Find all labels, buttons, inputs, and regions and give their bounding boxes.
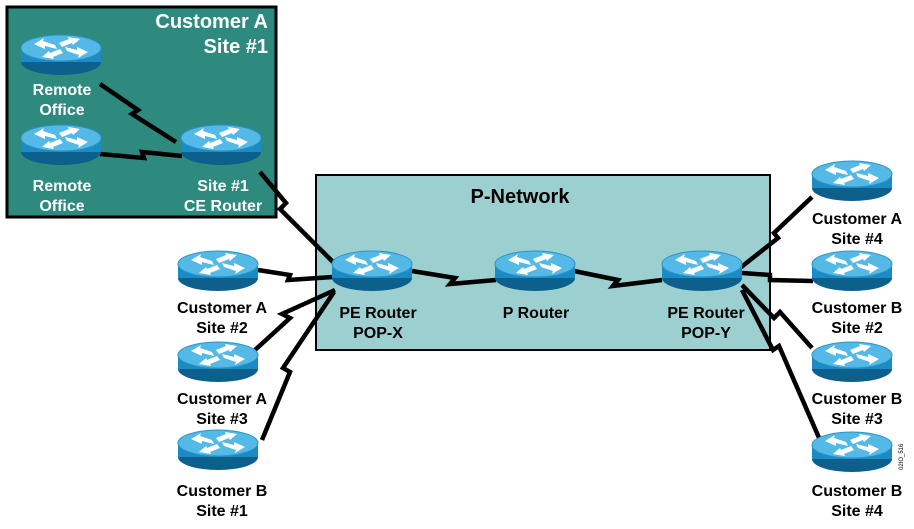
router-icon	[180, 124, 262, 166]
remote-office-1-router[interactable]	[20, 34, 102, 76]
link-b1-pe-x	[259, 290, 336, 441]
router-icon	[331, 250, 413, 292]
customer-b-site1-label-2: Site #1	[196, 503, 248, 520]
customer-a-site2-label: Customer A	[177, 300, 268, 317]
customer-b-site4-router[interactable]	[811, 431, 893, 473]
customer-a-site3-label-2: Site #3	[196, 411, 248, 428]
customer-b-site3-router[interactable]	[811, 341, 893, 383]
p-router[interactable]	[494, 250, 576, 292]
customer-b-site3-label: Customer B	[812, 391, 903, 408]
link-remote1-ce	[98, 82, 178, 144]
pe-pop-x-label-2: POP-X	[353, 325, 403, 342]
customer-a-site2-router[interactable]	[177, 250, 259, 292]
pe-pop-y-label: PE Router	[667, 305, 744, 322]
router-icon	[177, 341, 259, 383]
customer-b-site3-label-2: Site #3	[831, 411, 883, 428]
remote-office-2-label-2: Office	[39, 198, 84, 215]
customer-a-site3-router[interactable]	[177, 341, 259, 383]
p-network-title: P-Network	[471, 186, 571, 208]
router-icon	[20, 34, 102, 76]
customer-b-site4-label: Customer B	[812, 483, 903, 500]
remote-office-2-label: Remote	[33, 178, 92, 195]
router-icon	[177, 250, 259, 292]
customer-b-site4-label-2: Site #4	[831, 503, 883, 520]
pe-pop-x-label: PE Router	[339, 305, 416, 322]
customer-a-site3-label: Customer A	[177, 391, 268, 408]
pe-pop-y-label-2: POP-Y	[681, 325, 731, 342]
link-site2-pe-x	[257, 267, 334, 283]
link-remote2-ce	[99, 149, 183, 161]
customer-a-site1-title: Customer A	[155, 11, 268, 33]
customer-b-site1-label: Customer B	[177, 483, 268, 500]
pe-router-pop-x[interactable]	[331, 250, 413, 292]
figure-code: 02IO_516	[899, 443, 905, 470]
ce-router-label: Site #1	[197, 178, 249, 195]
ce-router-label-2: CE Router	[184, 198, 262, 215]
router-icon	[811, 431, 893, 473]
customer-a-site4-label-2: Site #4	[831, 231, 883, 248]
router-icon	[811, 160, 893, 202]
router-icon	[494, 250, 576, 292]
remote-office-1-label: Remote	[33, 82, 92, 99]
link-p-pe-y	[573, 268, 663, 289]
remote-office-1-label-2: Office	[39, 102, 84, 119]
link-site3-pe-x	[253, 287, 336, 352]
links	[98, 82, 823, 441]
router-icon	[20, 124, 102, 166]
customer-b-site2-label: Customer B	[812, 300, 903, 317]
customer-a-site2-label-2: Site #2	[196, 320, 248, 337]
router-icon	[177, 429, 259, 471]
remote-office-2-router[interactable]	[20, 124, 102, 166]
router-icon	[811, 250, 893, 292]
router-icon	[661, 250, 743, 292]
p-router-label: P Router	[503, 305, 569, 322]
customer-a-site4-router[interactable]	[811, 160, 893, 202]
customer-a-site1-subtitle: Site #1	[204, 36, 268, 58]
link-pe-y-b3	[740, 283, 814, 350]
customer-b-site2-router[interactable]	[811, 250, 893, 292]
pe-router-pop-y[interactable]	[661, 250, 743, 292]
router-icon	[811, 341, 893, 383]
link-ce-pe-x	[258, 170, 335, 264]
link-pe-y-a4	[738, 195, 814, 270]
link-pe-y-b2	[741, 270, 814, 284]
link-pe-y-b4	[740, 288, 823, 441]
customer-a-site4-label: Customer A	[812, 211, 903, 228]
customer-b-site1-router[interactable]	[177, 429, 259, 471]
link-pe-x-p	[411, 268, 497, 287]
customer-b-site2-label-2: Site #2	[831, 320, 883, 337]
ce-router[interactable]	[180, 124, 262, 166]
